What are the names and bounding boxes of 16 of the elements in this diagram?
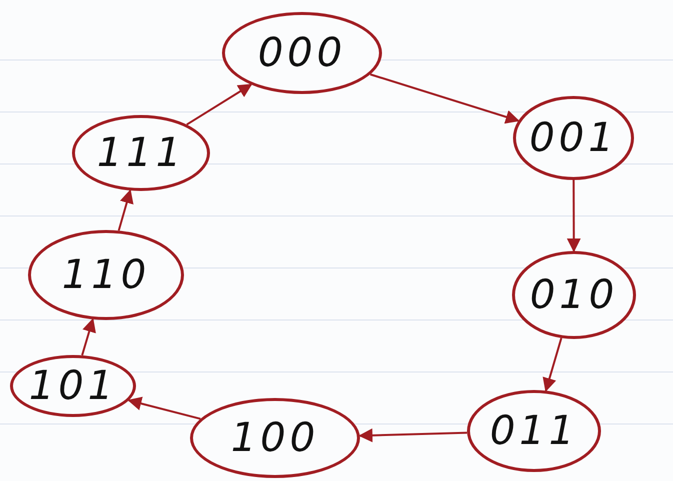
state-label: 101 <box>28 362 118 411</box>
arrow <box>542 338 562 392</box>
state-label: 001 <box>529 114 618 163</box>
arrow <box>127 396 201 420</box>
state-label: 000 <box>258 29 346 78</box>
arrow <box>81 318 96 356</box>
state-label: 100 <box>230 414 320 463</box>
state-label: 011 <box>490 407 578 456</box>
arrow <box>118 189 134 231</box>
state-label: 111 <box>96 129 186 178</box>
state-label: 110 <box>62 251 150 300</box>
arrow <box>566 180 581 252</box>
arrow <box>186 84 252 126</box>
state-label: 010 <box>530 271 618 320</box>
arrow <box>358 428 468 442</box>
arrow <box>370 73 520 124</box>
